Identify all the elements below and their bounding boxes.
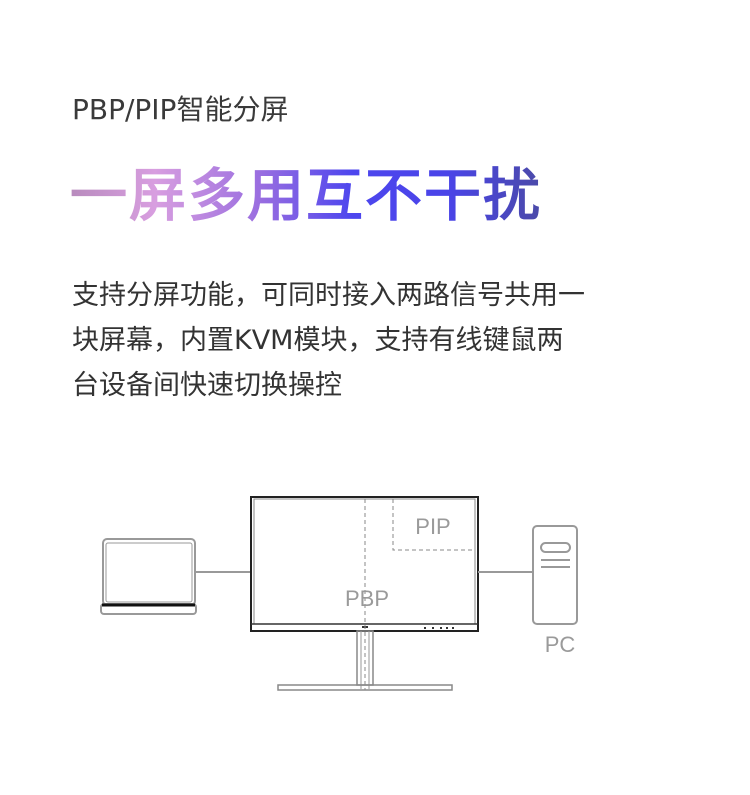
monitor-icon: [250, 496, 479, 691]
description-line: 支持分屏功能，可同时接入两路信号共用一: [72, 280, 585, 311]
feature-subtitle: PBP/PIP智能分屏: [72, 93, 289, 126]
description-line: 台设备间快速切换操控: [72, 370, 342, 401]
pc-label: PC: [545, 632, 576, 657]
pip-label: PIP: [415, 514, 450, 539]
feature-title: 一屏多用互不干扰: [70, 150, 542, 232]
feature-description: 支持分屏功能，可同时接入两路信号共用一 块屏幕，内置KVM模块，支持有线键鼠两 …: [72, 273, 712, 408]
pbp-label: PBP: [345, 586, 389, 611]
laptop-icon: [100, 538, 197, 615]
description-line: 块屏幕，内置KVM模块，支持有线键鼠两: [72, 325, 564, 356]
pc-tower-icon: [532, 525, 578, 625]
